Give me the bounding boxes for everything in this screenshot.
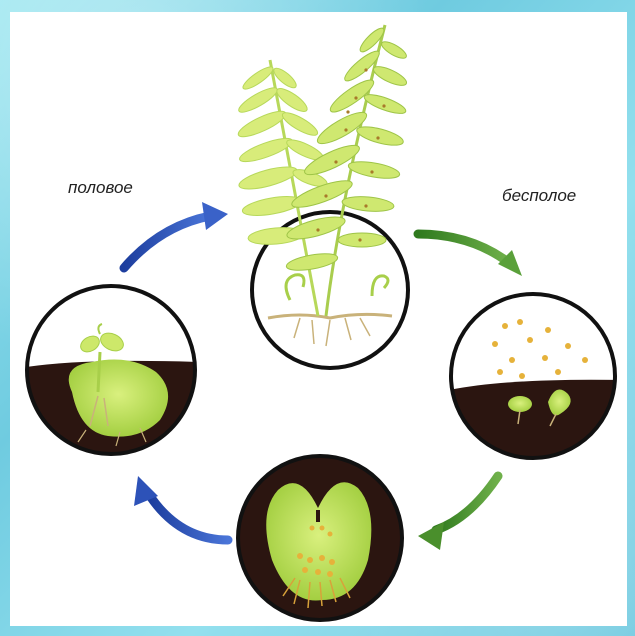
arrow-spores-to-prothallus <box>418 476 498 550</box>
arrow-sexual-to-adult <box>124 202 228 268</box>
stage-young-sporophyte <box>20 286 200 460</box>
stage-prothallus-gametangia <box>238 456 402 620</box>
arrow-adult-to-spores <box>418 234 522 276</box>
arrow-prothallus-to-sporophyte <box>134 476 228 540</box>
stage-spores-germinating <box>440 294 620 470</box>
